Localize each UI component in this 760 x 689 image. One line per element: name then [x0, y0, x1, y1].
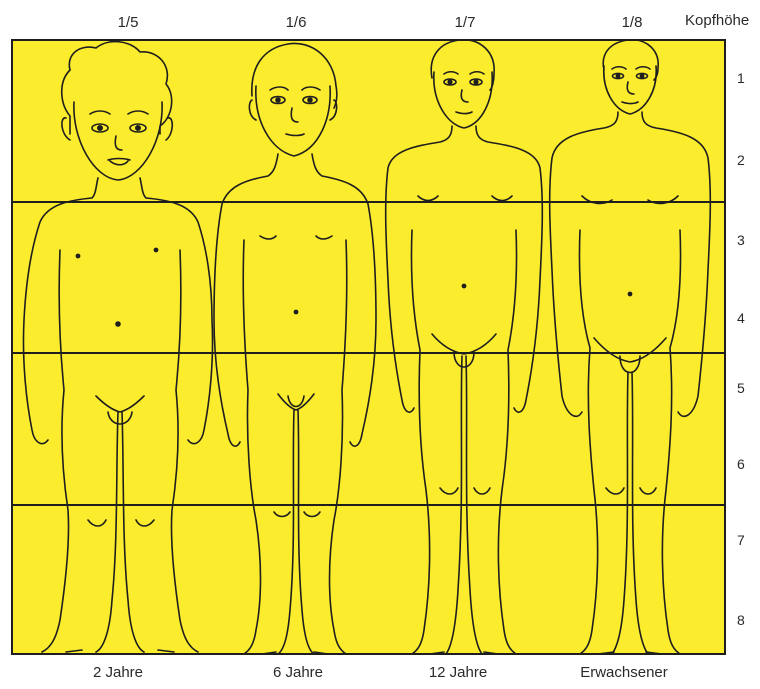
row-number-3: 3 — [737, 232, 745, 248]
row-number-6: 6 — [737, 456, 745, 472]
row-number-1: 1 — [737, 70, 745, 86]
age-label-12-years: 12 Jahre — [429, 664, 487, 681]
ratio-label-2-years: 1/5 — [118, 14, 139, 31]
row-number-4: 4 — [737, 310, 745, 326]
ratio-label-6-years: 1/6 — [286, 14, 307, 31]
age-label-6-years: 6 Jahre — [273, 664, 323, 681]
row-number-2: 2 — [737, 152, 745, 168]
age-label-adult: Erwachsener — [580, 664, 668, 681]
row-number-8: 8 — [737, 612, 745, 628]
age-label-2-years: 2 Jahre — [93, 664, 143, 681]
yellow-panel — [12, 40, 725, 654]
row-number-5: 5 — [737, 380, 745, 396]
ratio-label-adult: 1/8 — [622, 14, 643, 31]
ratio-label-12-years: 1/7 — [455, 14, 476, 31]
unit-label: Kopfhöhe — [685, 12, 749, 29]
row-number-7: 7 — [737, 532, 745, 548]
